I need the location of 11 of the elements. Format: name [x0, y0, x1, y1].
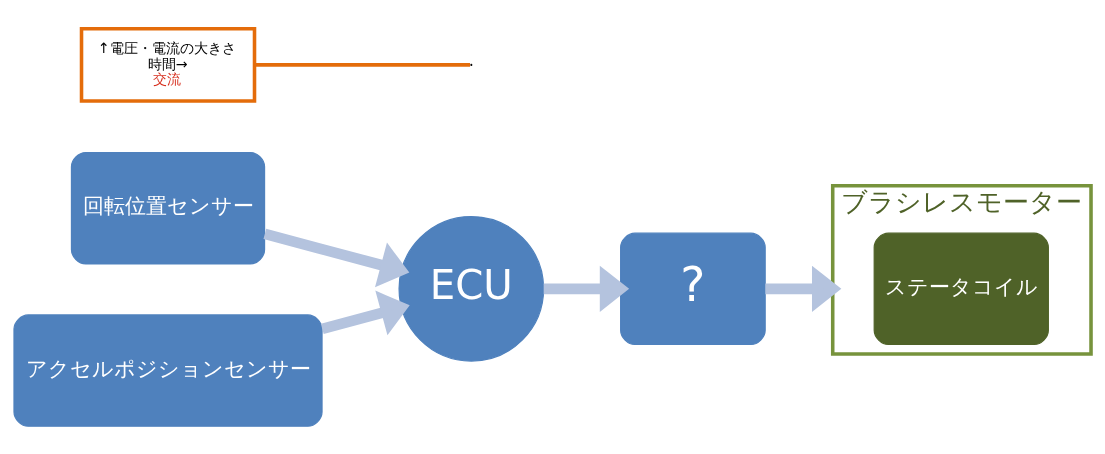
node-box: ? [620, 232, 766, 345]
arrow [543, 265, 630, 312]
arrow [320, 290, 410, 335]
arrow [765, 265, 842, 312]
connector [254, 62, 471, 67]
node-box: 回転位置センサー [70, 151, 266, 264]
node-box: ステータコイル [873, 232, 1049, 345]
node-circle: ECU [398, 215, 545, 362]
arrow [263, 228, 410, 287]
node-box: ↑電圧・電流の大きさ 時間→ 交流 [79, 26, 257, 103]
node-box: アクセルポジションセンサー [13, 313, 323, 427]
